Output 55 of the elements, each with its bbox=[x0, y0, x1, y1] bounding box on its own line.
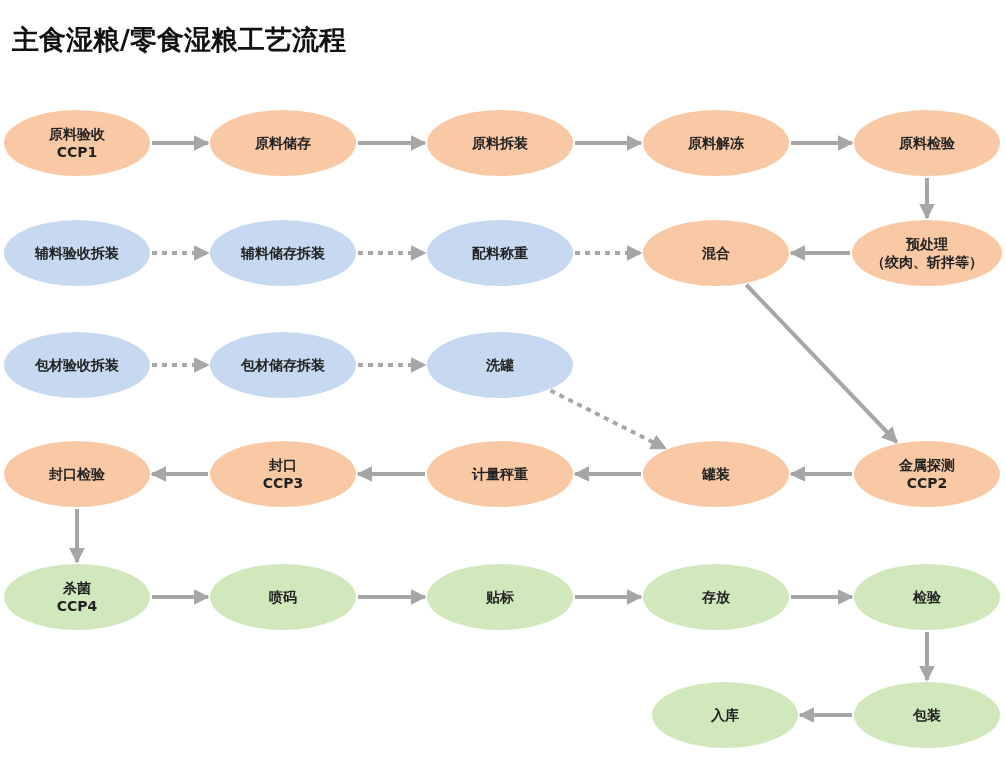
arrow bbox=[789, 245, 850, 261]
arrow bbox=[358, 245, 427, 261]
arrow bbox=[575, 589, 643, 605]
arrow bbox=[69, 509, 85, 564]
arrow bbox=[358, 135, 427, 151]
step-label: 喷码 bbox=[269, 588, 297, 606]
step-label: 包材验收拆装 bbox=[35, 356, 119, 374]
arrow bbox=[789, 466, 852, 482]
step-label: 辅料验收拆装 bbox=[35, 244, 119, 262]
step-label: （绞肉、斩拌等） bbox=[871, 253, 983, 271]
step-label: 封口 bbox=[269, 456, 297, 474]
step-label: CCP2 bbox=[906, 474, 948, 492]
arrow bbox=[573, 466, 641, 482]
step-label: 封口检验 bbox=[49, 465, 105, 483]
arrow bbox=[798, 707, 852, 723]
arrow bbox=[152, 357, 210, 373]
step-label: 金属探测 bbox=[899, 456, 955, 474]
step-label: 辅料储存拆装 bbox=[241, 244, 325, 262]
diagram-title: 主食湿粮/零食湿粮工艺流程 bbox=[12, 23, 346, 57]
step-label: 原料验收 bbox=[49, 125, 105, 143]
arrow bbox=[791, 135, 854, 151]
arrow bbox=[919, 632, 935, 682]
step-label: 包装 bbox=[913, 706, 941, 724]
arrow bbox=[152, 589, 210, 605]
step-label: 入库 bbox=[711, 706, 739, 724]
step-label: 杀菌 bbox=[63, 579, 91, 597]
arrow bbox=[358, 357, 427, 373]
step-label: 洗罐 bbox=[486, 356, 514, 374]
arrow bbox=[150, 466, 208, 482]
arrow bbox=[358, 589, 427, 605]
step-label: 预处理 bbox=[906, 235, 948, 253]
arrow bbox=[549, 388, 667, 451]
arrow bbox=[575, 245, 643, 261]
step-label: 配料称重 bbox=[472, 244, 528, 262]
step-label: 原料检验 bbox=[899, 134, 955, 152]
step-label: 贴标 bbox=[486, 588, 514, 606]
step-label: 检验 bbox=[913, 588, 941, 606]
step-label: 包材储存拆装 bbox=[241, 356, 325, 374]
step-label: 原料解冻 bbox=[688, 134, 744, 152]
arrow bbox=[919, 178, 935, 220]
step-label: CCP4 bbox=[56, 597, 98, 615]
step-label: CCP1 bbox=[56, 143, 98, 161]
arrow bbox=[152, 135, 210, 151]
arrow bbox=[152, 245, 210, 261]
arrow bbox=[575, 135, 643, 151]
arrow bbox=[744, 283, 899, 444]
arrow bbox=[791, 589, 854, 605]
step-label: 计量秤重 bbox=[472, 465, 528, 483]
step-label: 混合 bbox=[702, 244, 730, 262]
step-label: 存放 bbox=[702, 588, 730, 606]
step-label: 原料储存 bbox=[255, 134, 311, 152]
step-label: 原料拆装 bbox=[472, 134, 528, 152]
step-label: 罐装 bbox=[702, 465, 730, 483]
arrow bbox=[356, 466, 425, 482]
step-label: CCP3 bbox=[262, 474, 304, 492]
